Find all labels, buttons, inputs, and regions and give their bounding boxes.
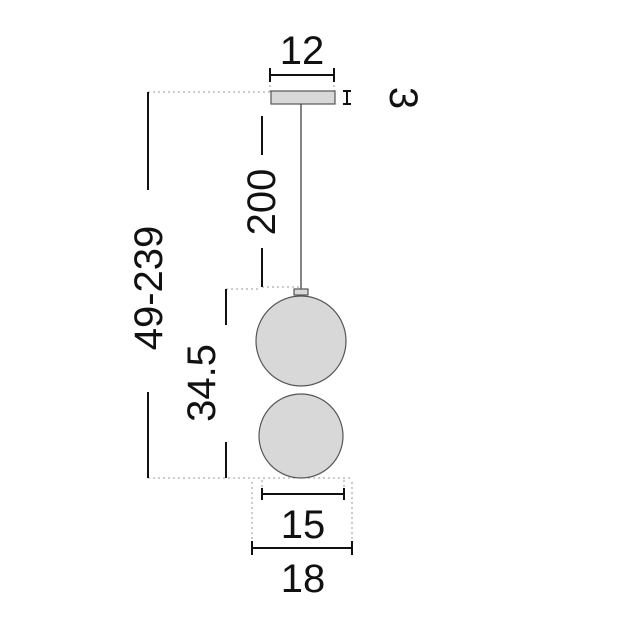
body-height-label: 34.5 <box>180 344 224 422</box>
cable-length-dimension: 200 <box>240 116 284 287</box>
globe-width-dimension: 15 <box>261 488 345 547</box>
body-height-dimension: 34.5 <box>180 289 227 478</box>
ceiling-canopy <box>270 90 336 105</box>
canopy-width-label: 12 <box>280 29 325 73</box>
overall-width-dimension: 18 <box>251 541 353 601</box>
lamp-cap <box>293 288 309 296</box>
extension-lines <box>148 80 353 548</box>
overall-width-label: 18 <box>281 557 326 601</box>
total-height-label: 49-239 <box>127 226 171 351</box>
canopy-height-label: 3 <box>381 87 425 109</box>
globe-width-label: 15 <box>281 503 326 547</box>
lamp-body <box>255 90 347 479</box>
canopy-height-dimension: 3 <box>343 87 425 109</box>
upper-glass-globe <box>255 295 347 387</box>
total-height-dimension: 49-239 <box>127 92 171 478</box>
lower-glass-globe <box>258 393 344 479</box>
canopy-width-dimension: 12 <box>269 29 335 82</box>
cable-length-label: 200 <box>240 169 284 236</box>
